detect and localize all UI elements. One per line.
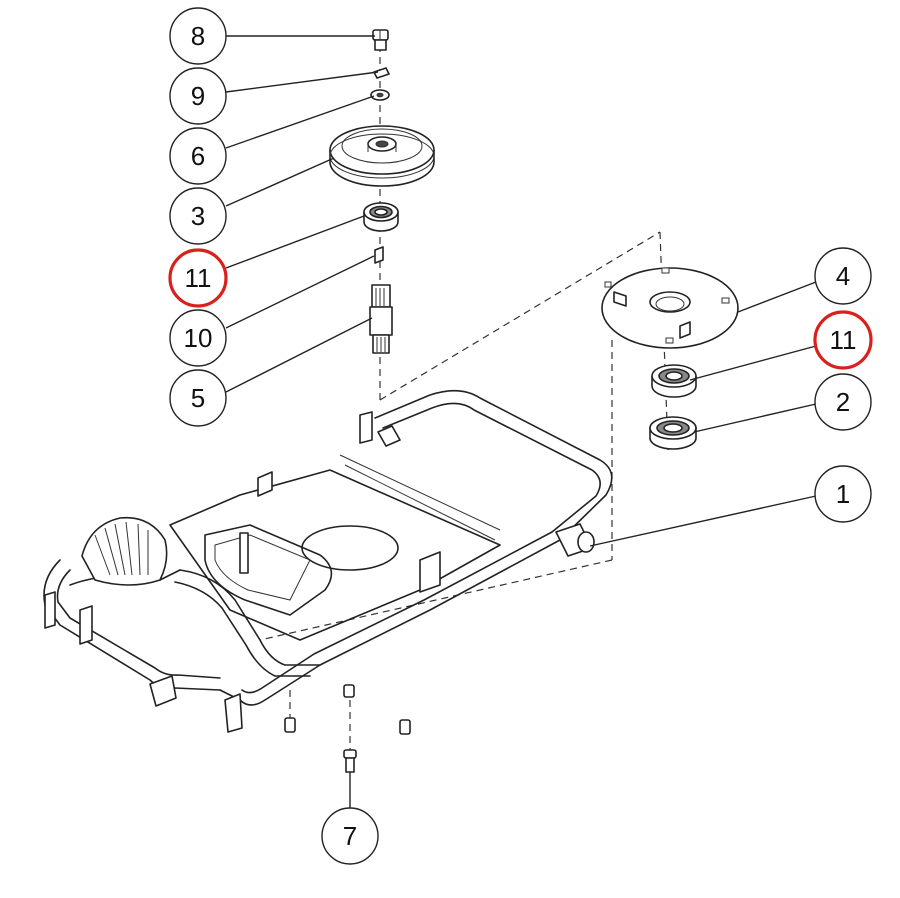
callout-1: 1 — [814, 465, 872, 523]
callout-label: 8 — [191, 21, 205, 51]
assembly-dashed-lines — [259, 45, 669, 750]
part-8-bolt — [372, 29, 389, 51]
callout-9: 9 — [169, 67, 227, 125]
part-2-bearing — [649, 416, 697, 450]
callout-7: 7 — [321, 807, 379, 865]
callout-label: 4 — [836, 261, 850, 291]
callout-11-highlighted-right: 11 — [813, 310, 873, 370]
callout-label: 5 — [191, 383, 205, 413]
part-1-frame — [43, 389, 613, 735]
part-5-spindle-shaft — [369, 284, 393, 354]
callout-4: 4 — [814, 247, 872, 305]
callout-2: 2 — [814, 373, 872, 431]
part-10-key — [374, 246, 384, 264]
callout-label: 11 — [185, 263, 212, 293]
callout-label: 11 — [830, 325, 857, 355]
part-6-flat-washer — [370, 89, 390, 101]
part-7-bolt — [343, 749, 357, 773]
part-11-bearing-upper — [363, 202, 399, 232]
part-11-bearing-lower — [651, 364, 697, 398]
callout-11-highlighted-left: 11 — [168, 248, 228, 308]
callout-label: 1 — [836, 479, 850, 509]
callout-8: 8 — [169, 7, 227, 65]
part-4-bearing-plate — [601, 267, 739, 349]
callout-label: 7 — [343, 821, 357, 851]
leader-lines — [225, 35, 817, 808]
callout-label: 9 — [191, 81, 205, 111]
callout-label: 10 — [184, 323, 213, 353]
callout-6: 6 — [169, 127, 227, 185]
callout-3: 3 — [169, 187, 227, 245]
callout-5: 5 — [169, 369, 227, 427]
callout-label: 6 — [191, 141, 205, 171]
part-3-pulley — [329, 125, 435, 187]
callout-label: 3 — [191, 201, 205, 231]
part-9-lock-washer — [373, 67, 390, 79]
callout-label: 2 — [836, 387, 850, 417]
callout-10: 10 — [169, 309, 227, 367]
